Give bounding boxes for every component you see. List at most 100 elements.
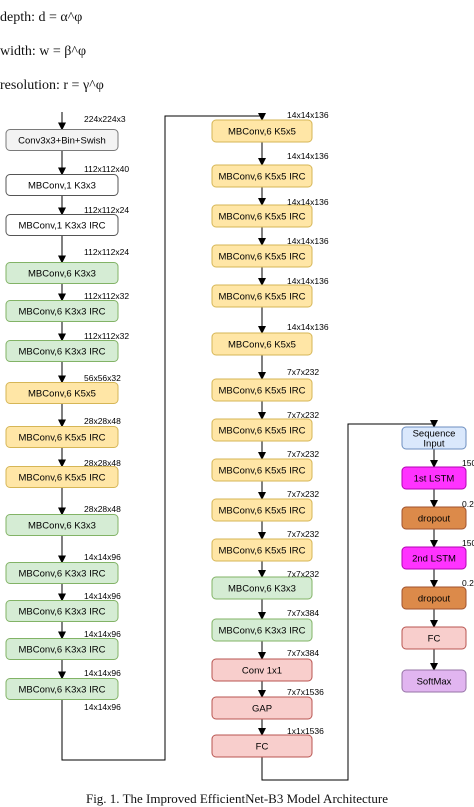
col1-block-2: MBConv,1 K3x3	[5, 174, 119, 196]
connector-col2-to-col3	[261, 420, 438, 781]
col3-block-box	[401, 426, 467, 450]
col2-block-label: MBConv,6 K5x5 IRC	[219, 386, 306, 397]
col2-dim-label: 14x14x136	[287, 276, 329, 286]
col1-dim-label: 112x112x32	[84, 331, 129, 341]
col2-block-label: Conv 1x1	[242, 666, 282, 677]
col2-block-label: MBConv,6 K5x5 IRC	[219, 252, 306, 263]
col2-block-box	[211, 696, 313, 720]
col2-block-1: MBConv,6 K5x5	[211, 119, 313, 143]
col3-block-box	[401, 506, 467, 530]
col1-block-box	[5, 426, 119, 448]
col2-block-5: MBConv,6 K5x5 IRC	[211, 284, 313, 308]
col3-block-label: dropout	[418, 514, 451, 525]
col3-block-box	[401, 669, 467, 693]
col3-block-label: 2nd LSTM	[412, 554, 456, 565]
col2-block-box	[211, 618, 313, 642]
col2-block-3: MBConv,6 K5x5 IRC	[211, 204, 313, 228]
col1-block-label: MBConv,6 K3x3 IRC	[19, 307, 106, 318]
col1-dim-label: 28x28x48	[84, 416, 121, 426]
col1-block-label: Conv3x3+Bin+Swish	[18, 136, 106, 147]
col1-dim-label: 14x14x96	[84, 702, 121, 712]
col1-block-5: MBConv,6 K3x3 IRC	[5, 300, 119, 322]
col2-block-box	[211, 119, 313, 143]
col3-block-6: FC	[401, 626, 467, 650]
col2-block-13: MBConv,6 K3x3 IRC	[211, 618, 313, 642]
col1-dim-label: 56x56x32	[84, 373, 121, 383]
col2-dim-label: 14x14x136	[287, 236, 329, 246]
col2-block-label: MBConv,6 K5x5 IRC	[219, 292, 306, 303]
col2-block-box	[211, 538, 313, 562]
col1-block-label: MBConv,6 K3x3 IRC	[19, 347, 106, 358]
col1-block-box	[5, 129, 119, 151]
col1-block-13: MBConv,6 K3x3 IRC	[5, 638, 119, 660]
col2-dim-label: 14x14x136	[287, 197, 329, 207]
col1-dim-label: 14x14x96	[84, 552, 121, 562]
col1-block-12: MBConv,6 K3x3 IRC	[5, 600, 119, 622]
col1-block-label: MBConv,6 K3x3	[28, 269, 96, 280]
col1-block-9: MBConv,6 K5x5 IRC	[5, 466, 119, 488]
col1-block-10: MBConv,6 K3x3	[5, 514, 119, 536]
col2-block-box	[211, 458, 313, 482]
col1-dim-label: 28x28x48	[84, 458, 121, 468]
col2-block-box	[211, 378, 313, 402]
col1-block-label: MBConv,6 K3x3 IRC	[19, 645, 106, 656]
col1-block-1: Conv3x3+Bin+Swish	[5, 129, 119, 151]
col1-block-11: MBConv,6 K3x3 IRC	[5, 562, 119, 584]
col2-dim-label: 1x1x1536	[287, 726, 324, 736]
col3-block-box	[401, 586, 467, 610]
col2-block-box	[211, 332, 313, 356]
col2-dim-label: 7x7x232	[287, 529, 319, 539]
col2-block-10: MBConv,6 K5x5 IRC	[211, 498, 313, 522]
col1-dim-label: 112x112x32	[84, 291, 129, 301]
col2-block-box	[211, 498, 313, 522]
col2-block-label: MBConv,6 K5x5 IRC	[219, 172, 306, 183]
col2-block-2: MBConv,6 K5x5 IRC	[211, 164, 313, 188]
col3-dim-label: 150	[462, 538, 474, 548]
col2-block-box	[211, 204, 313, 228]
col2-block-label: MBConv,6 K5x5 IRC	[219, 506, 306, 517]
col3-block-box	[401, 466, 467, 490]
col2-block-box	[211, 576, 313, 600]
col3-block-5: dropout	[401, 586, 467, 610]
col2-block-label: GAP	[252, 704, 272, 715]
col3-block-3: dropout	[401, 506, 467, 530]
col2-dim-label: 7x7x232	[287, 367, 319, 377]
col1-block-label: MBConv,1 K3x3 IRC	[19, 221, 106, 232]
col2-dim-label: 7x7x232	[287, 569, 319, 579]
col1-block-label: MBConv,6 K3x3 IRC	[19, 685, 106, 696]
col2-dim-label: 7x7x384	[287, 648, 319, 658]
col2-block-label: MBConv,6 K5x5 IRC	[219, 426, 306, 437]
col2-block-4: MBConv,6 K5x5 IRC	[211, 244, 313, 268]
col1-block-box	[5, 638, 119, 660]
col2-block-box	[211, 734, 313, 758]
col1-dim-label: 112x112x24	[84, 205, 129, 215]
col2-dim-label: 7x7x1536	[287, 687, 324, 697]
col2-block-label: MBConv,6 K3x3 IRC	[219, 626, 306, 637]
col2-block-8: MBConv,6 K5x5 IRC	[211, 418, 313, 442]
col1-block-8: MBConv,6 K5x5 IRC	[5, 426, 119, 448]
col1-dim-label: 28x28x48	[84, 504, 121, 514]
col2-block-14: Conv 1x1	[211, 658, 313, 682]
col1-block-box	[5, 678, 119, 700]
col1-block-box	[5, 340, 119, 362]
col2-block-11: MBConv,6 K5x5 IRC	[211, 538, 313, 562]
col3-block-label: 1st LSTM	[414, 474, 455, 485]
col2-block-7: MBConv,6 K5x5 IRC	[211, 378, 313, 402]
col2-block-box	[211, 418, 313, 442]
col1-dim-label: 112x112x40	[84, 164, 129, 174]
col3-dim-label: 0.2	[462, 499, 474, 509]
col2-block-box	[211, 244, 313, 268]
col2-dim-label: 7x7x232	[287, 489, 319, 499]
col3-block-7: SoftMax	[401, 669, 467, 693]
col3-block-box	[401, 546, 467, 570]
col2-block-15: GAP	[211, 696, 313, 720]
col2-block-label: MBConv,6 K5x5	[228, 127, 296, 138]
col1-block-label: MBConv,6 K3x3 IRC	[19, 569, 106, 580]
block-label-line: Input	[423, 439, 444, 450]
col2-block-box	[211, 284, 313, 308]
col1-block-6: MBConv,6 K3x3 IRC	[5, 340, 119, 362]
col2-block-box	[211, 164, 313, 188]
col1-dim-label: 14x14x96	[84, 629, 121, 639]
